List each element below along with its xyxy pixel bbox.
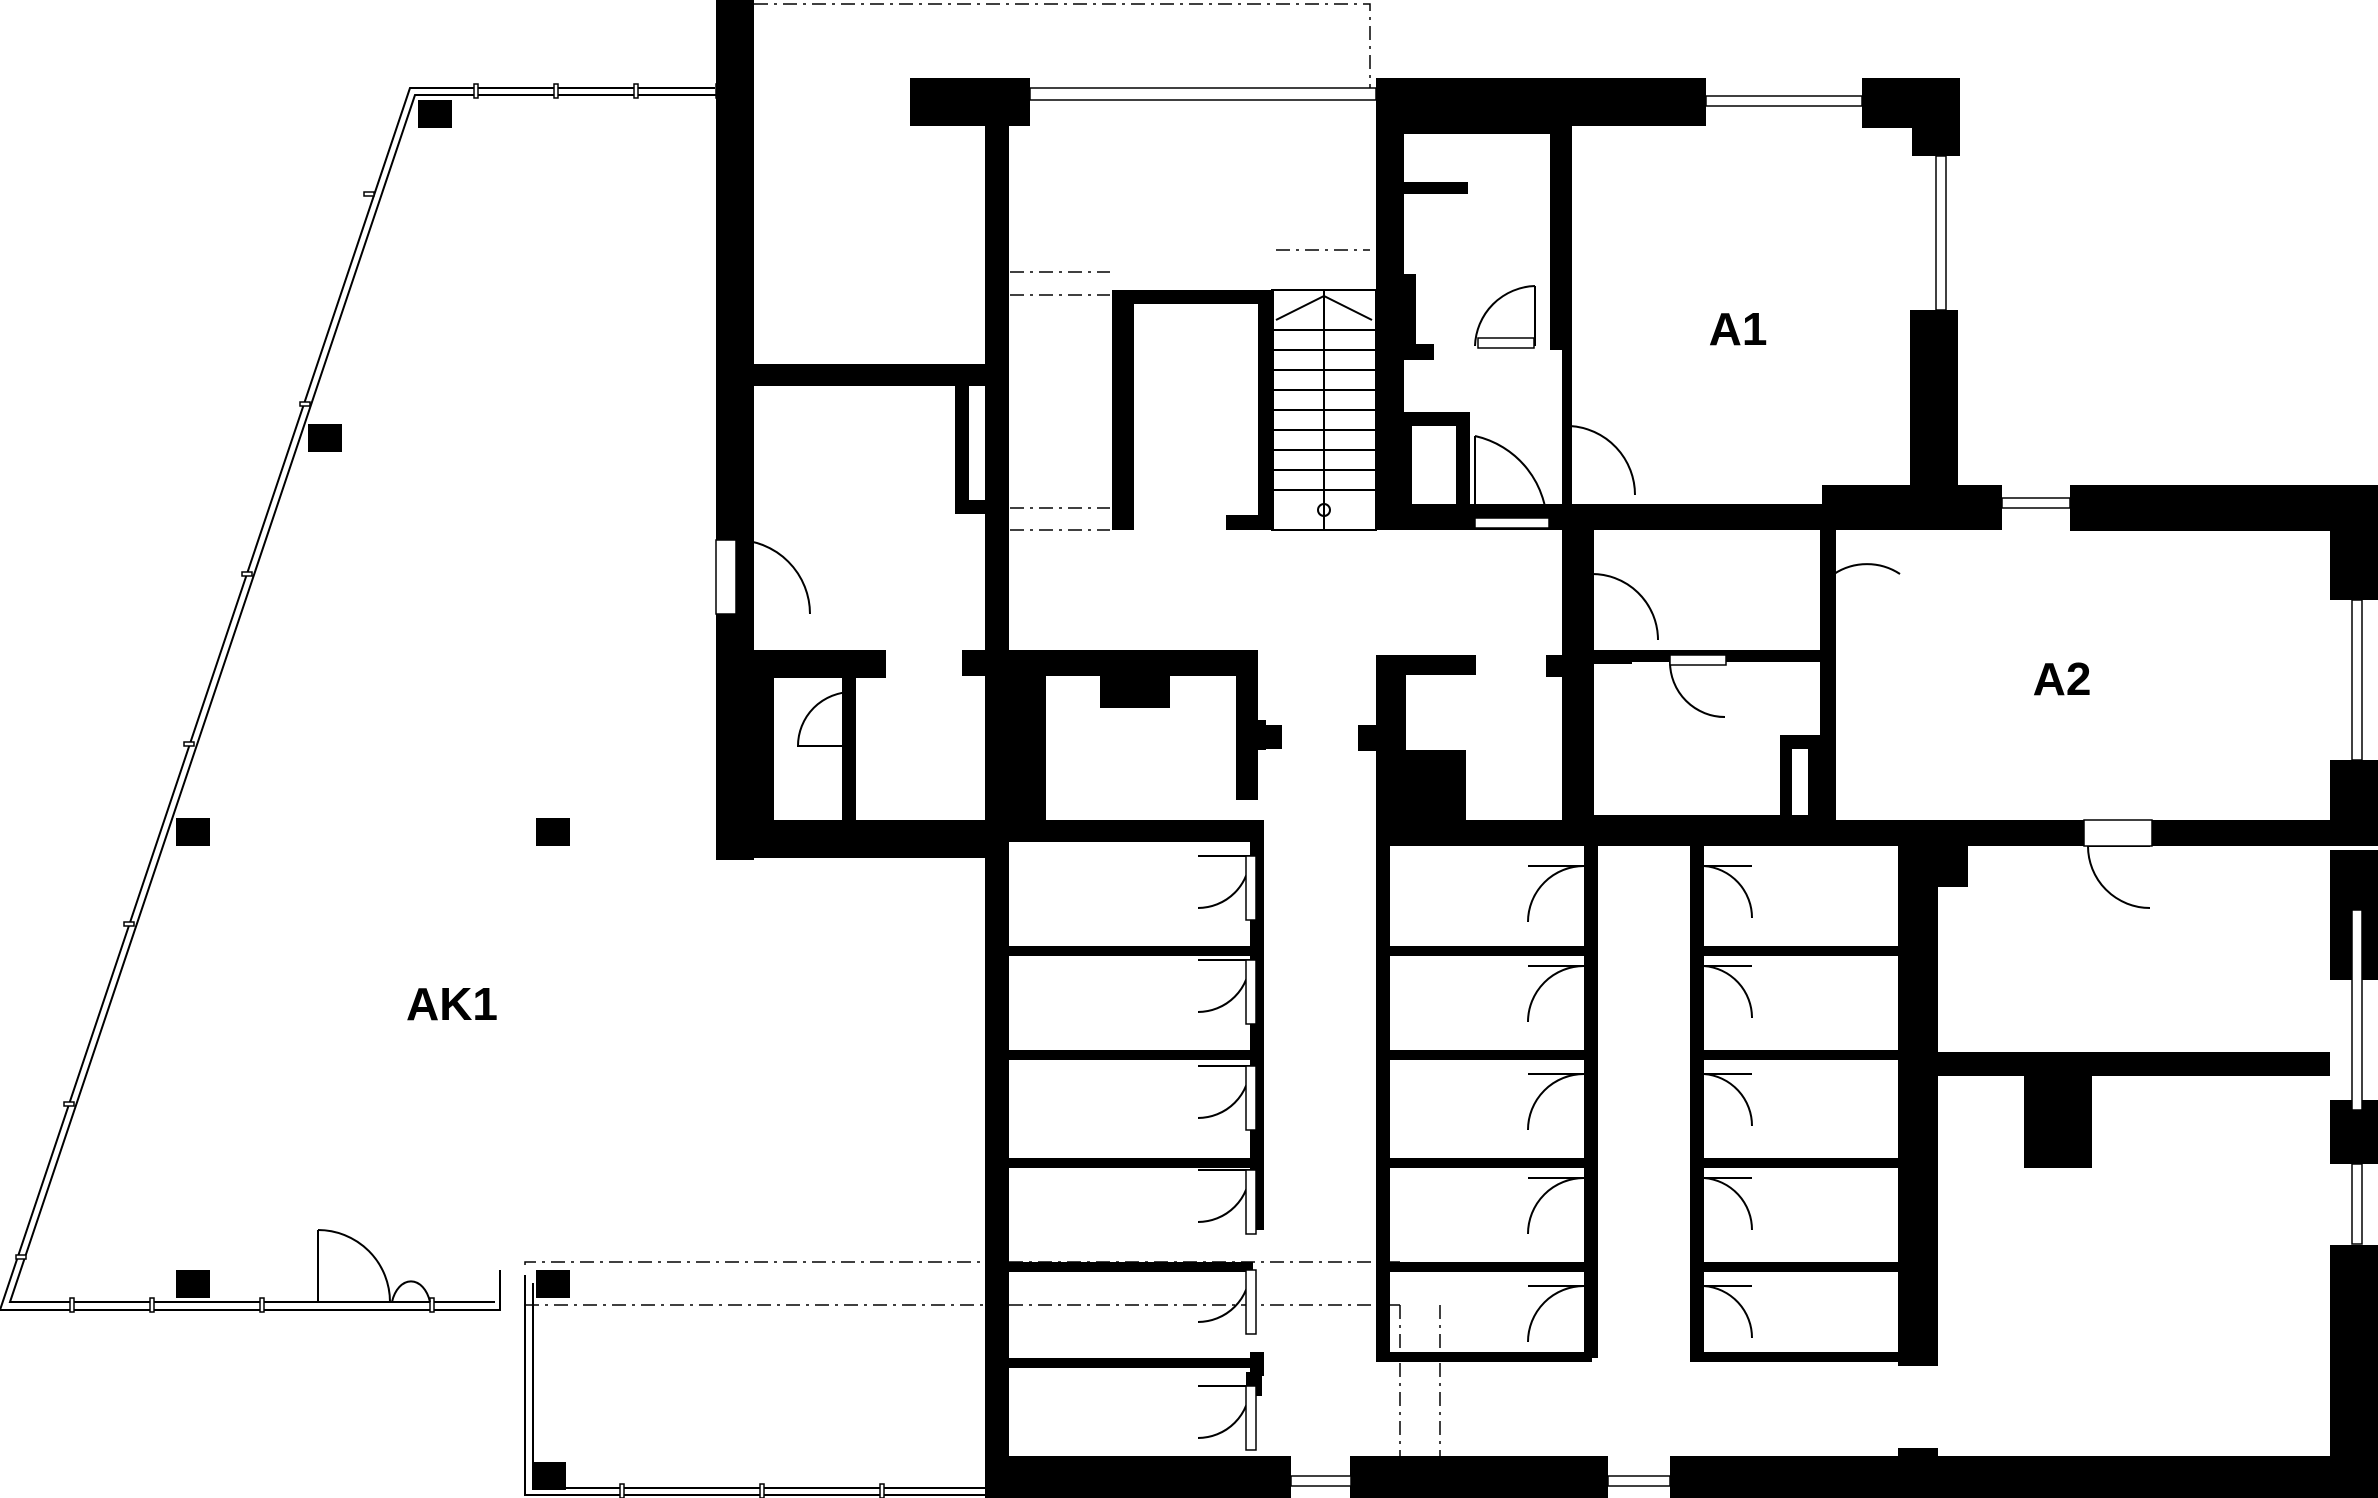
room-label-ak1: AK1	[406, 978, 498, 1030]
ak1-entrance-door	[317, 1229, 431, 1303]
room-labels: A1 A2 AK1	[406, 303, 2091, 1030]
staircase	[1271, 289, 1377, 531]
overhead-lines	[524, 3, 1441, 1456]
room-label-a2: A2	[2033, 653, 2092, 705]
ak1-glass-facade	[0, 83, 985, 1498]
ak1-columns	[176, 100, 570, 1490]
doors	[715, 285, 2153, 1451]
windows	[1029, 87, 2363, 1487]
walls	[716, 0, 2378, 1498]
room-label-a1: A1	[1709, 303, 1768, 355]
